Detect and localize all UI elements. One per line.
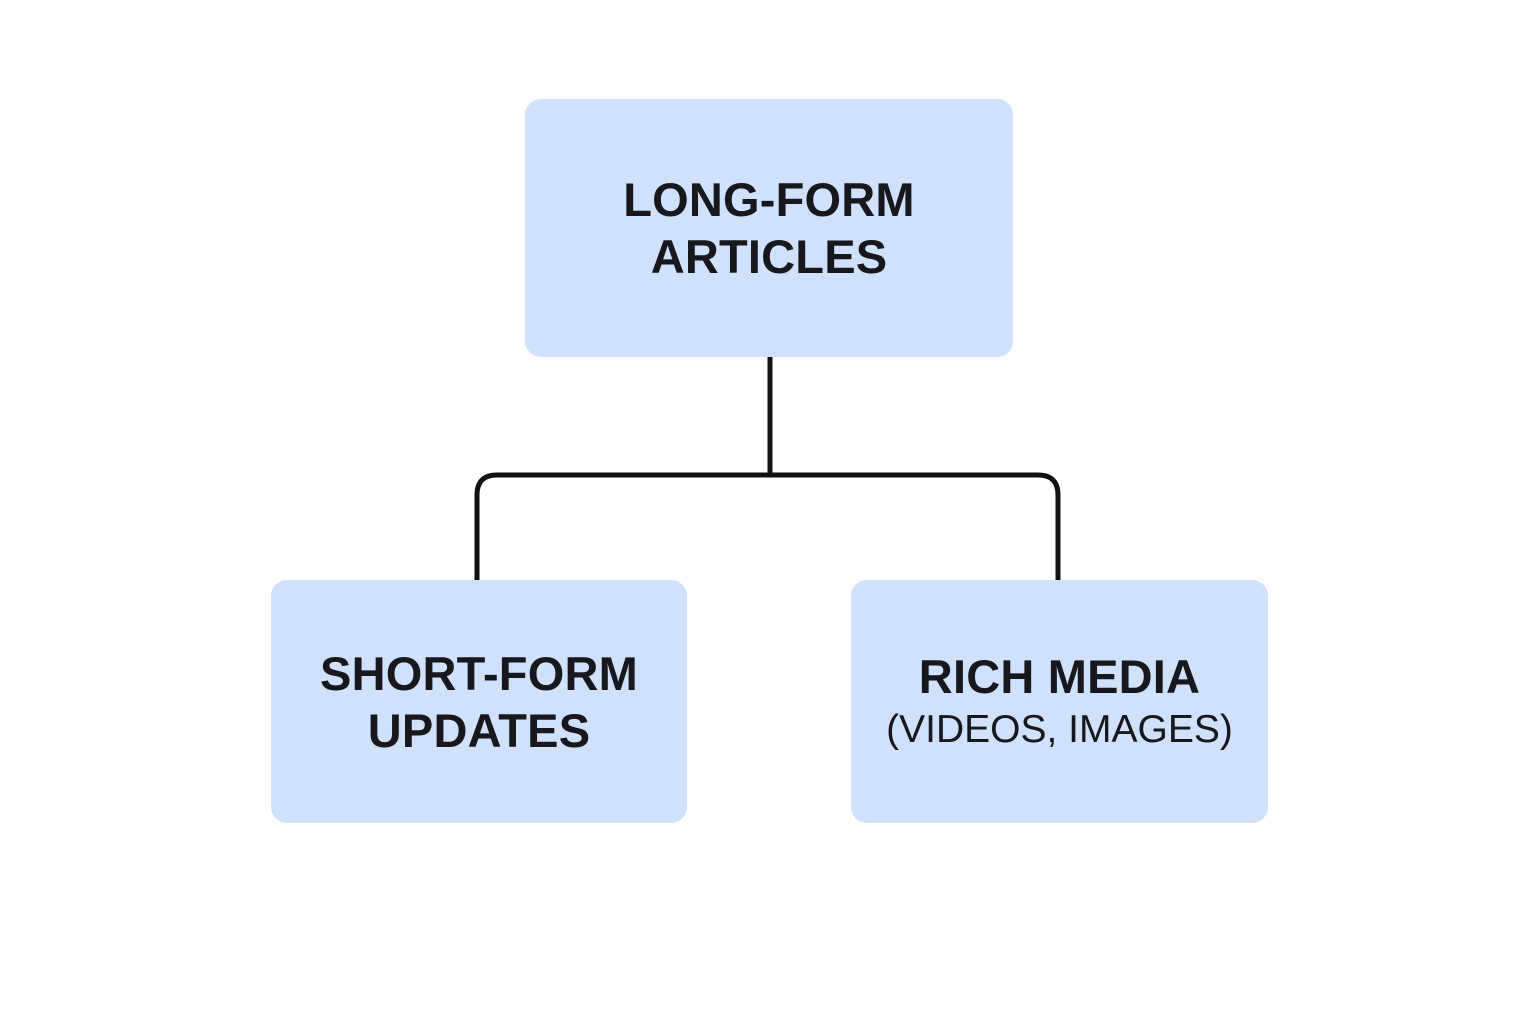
node-rich-media[interactable]: RICH MEDIA (VIDEOS, IMAGES) — [851, 580, 1268, 823]
node-label-line-1: LONG-FORM — [623, 173, 915, 226]
connector-right-branch — [474, 472, 770, 581]
node-label-line-1: SHORT-FORM — [320, 646, 638, 700]
node-label-line-2: (VIDEOS, IMAGES) — [886, 708, 1233, 751]
node-short-form-updates[interactable]: SHORT-FORM UPDATES — [271, 580, 687, 823]
node-label-line-2: UPDATES — [367, 703, 591, 757]
connector-left-branch — [770, 472, 1061, 581]
node-long-form-articles[interactable]: LONG-FORM ARTICLES — [525, 99, 1013, 357]
node-label-line-2: ARTICLES — [650, 230, 888, 283]
node-label-line-1: RICH MEDIA — [918, 650, 1201, 703]
